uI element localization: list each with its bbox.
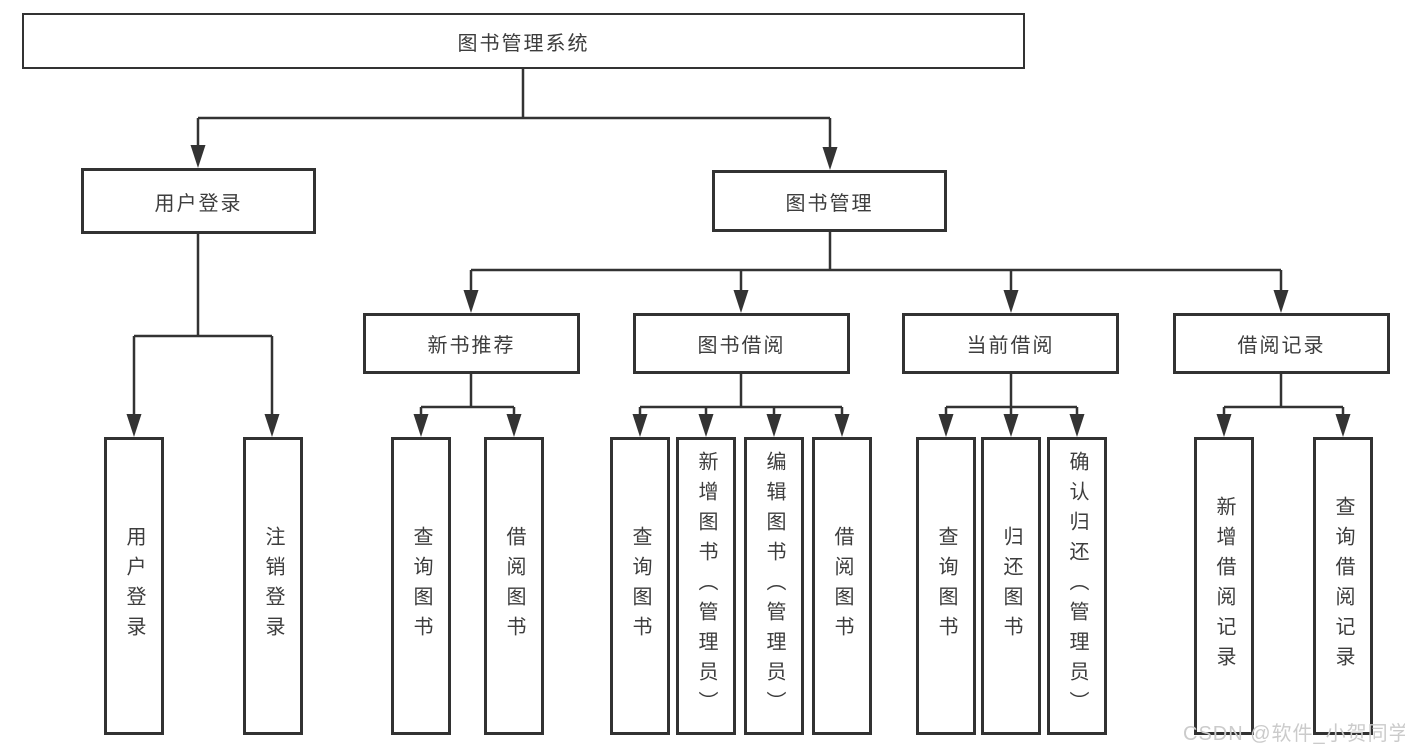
node-root: 图书管理系统 (22, 13, 1025, 69)
node-user-login-label: 用户登录 (154, 192, 243, 215)
leaf-logout: 注销登录 (243, 437, 303, 735)
leaf-query-books-2-label: 查询图书 (629, 526, 651, 646)
leaf-add-borrow-record: 新增借阅记录 (1194, 437, 1254, 735)
node-current-borrow: 当前借阅 (902, 313, 1119, 374)
leaf-return-books: 归还图书 (981, 437, 1041, 735)
leaf-logout-label: 注销登录 (262, 526, 284, 646)
node-book-management-label: 图书管理 (785, 192, 874, 215)
leaf-confirm-return-admin-label: 确认归还（管理员） (1066, 451, 1088, 721)
node-book-borrow-label: 图书借阅 (697, 335, 786, 357)
leaf-query-borrow-record: 查询借阅记录 (1313, 437, 1373, 735)
leaf-edit-book-admin: 编辑图书（管理员） (744, 437, 804, 735)
leaf-return-books-label: 归还图书 (1000, 526, 1022, 646)
leaf-query-books-1-label: 查询图书 (410, 526, 432, 646)
leaf-add-book-admin: 新增图书（管理员） (676, 437, 736, 735)
leaf-query-books-3-label: 查询图书 (935, 526, 957, 646)
leaf-user-login: 用户登录 (104, 437, 164, 735)
leaf-borrow-books-1: 借阅图书 (484, 437, 544, 735)
node-borrow-records-label: 借阅记录 (1237, 335, 1326, 357)
arrowheads (126, 145, 1351, 437)
leaf-confirm-return-admin: 确认归还（管理员） (1047, 437, 1107, 735)
node-new-book-recommend-label: 新书推荐 (427, 335, 516, 357)
leaf-query-books-3: 查询图书 (916, 437, 976, 735)
csdn-watermark: CSDN @软件_小贺同学 (1183, 723, 1405, 745)
node-borrow-records: 借阅记录 (1173, 313, 1390, 374)
leaf-query-books-1: 查询图书 (391, 437, 451, 735)
leaf-query-borrow-record-label: 查询借阅记录 (1332, 496, 1354, 676)
node-new-book-recommend: 新书推荐 (363, 313, 580, 374)
leaf-borrow-books-2-label: 借阅图书 (831, 526, 853, 646)
node-book-management: 图书管理 (712, 170, 947, 232)
leaf-borrow-books-1-label: 借阅图书 (503, 526, 525, 646)
node-user-login: 用户登录 (81, 168, 316, 234)
leaf-user-login-label: 用户登录 (123, 526, 145, 646)
leaf-add-borrow-record-label: 新增借阅记录 (1213, 496, 1235, 676)
node-root-label: 图书管理系统 (457, 32, 590, 55)
leaf-edit-book-admin-label: 编辑图书（管理员） (763, 451, 785, 721)
node-current-borrow-label: 当前借阅 (966, 335, 1055, 357)
leaf-borrow-books-2: 借阅图书 (812, 437, 872, 735)
node-book-borrow: 图书借阅 (633, 313, 850, 374)
leaf-add-book-admin-label: 新增图书（管理员） (695, 451, 717, 721)
leaf-query-books-2: 查询图书 (610, 437, 670, 735)
